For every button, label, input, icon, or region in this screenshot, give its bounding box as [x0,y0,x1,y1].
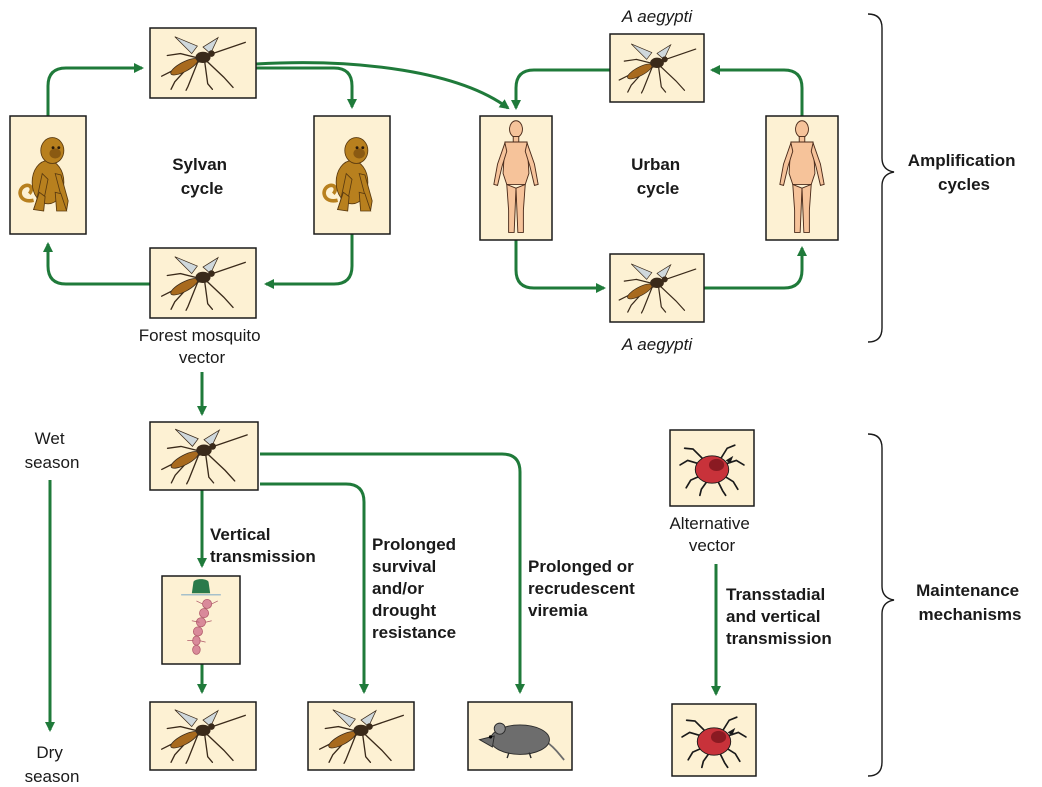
forest-mosquito-vector-label: Forest mosquito vector [139,326,266,367]
aegypti-label-bottom: A aegypti [621,335,693,354]
aegypti-label-top: A aegypti [621,7,693,26]
wet-season-label: Wet season [25,429,80,472]
arrow-mosquito-to-monkey-right [256,68,352,107]
monkey-box-right [314,116,390,234]
prolonged-viremia-label: Prolonged or recrudescent viremia [528,557,640,620]
mosquito-box-bottom [150,248,256,318]
arrow-human-left-to-urban-bottom [516,240,604,288]
urban-cycle-label: Urban cycle [631,155,685,198]
transstadial-label: Transstadial and vertical transmission [726,585,832,648]
arrow-prolonged-survival [260,484,364,692]
rodent-box [468,702,572,770]
dry-season-label: Dry season [25,743,80,786]
amplification-brace [868,14,894,342]
tick-box-bottom [672,704,756,776]
vertical-transmission-label: Vertical transmission [210,525,316,566]
monkey-box-left [10,116,86,234]
maintenance-brace [868,434,894,776]
larva-box [162,576,240,664]
arrow-mosquito-bottom-to-monkey-left [48,244,150,284]
arrow-urban-top-to-human-left [516,70,610,108]
arrow-monkey-right-to-mosquito-bottom [266,234,352,284]
mosquito-box-dry-1 [150,702,256,770]
maintenance-mechanisms-label: Maintenance mechanisms [916,581,1024,624]
mosquito-box-top [150,28,256,98]
mosquito-box-dry-2 [308,702,414,770]
arrow-urban-bottom-to-human-right [704,248,802,288]
sylvan-cycle-label: Sylvan cycle [172,155,232,198]
aegypti-box-top [610,34,704,102]
human-box-left [480,116,552,240]
amplification-cycles-label: Amplification cycles [908,151,1020,194]
arrow-monkey-to-mosquito-top [48,68,142,116]
arrow-human-right-to-urban-top [712,70,802,116]
tick-box-top [670,430,754,506]
prolonged-survival-label: Prolonged survival and/or drought resist… [372,535,461,642]
mosquito-box-wet [150,422,258,490]
aegypti-box-bottom [610,254,704,322]
alternative-vector-label: Alternative vector [669,514,754,555]
human-box-right [766,116,838,240]
